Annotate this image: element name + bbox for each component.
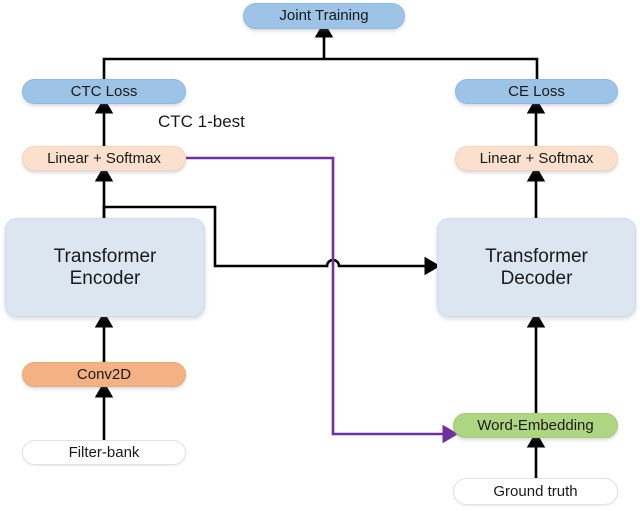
node-joint-training-label: Joint Training bbox=[279, 7, 369, 25]
edge-losses-to-joint-training-bus bbox=[102, 57, 539, 79]
node-filter-bank-label: Filter-bank bbox=[68, 443, 140, 461]
node-ctc-loss[interactable]: CTC Loss bbox=[22, 79, 186, 104]
node-linear-softmax-left-label: Linear + Softmax bbox=[47, 149, 161, 167]
edge-ctc-1best-purple bbox=[186, 156, 459, 444]
node-transformer-encoder-label-line1: Transformer bbox=[53, 245, 157, 267]
node-ctc-loss-label: CTC Loss bbox=[70, 82, 138, 100]
node-conv2d-label: Conv2D bbox=[76, 365, 132, 383]
node-transformer-decoder[interactable]: Transformer Decoder bbox=[437, 218, 636, 317]
node-ground-truth[interactable]: Ground truth bbox=[453, 478, 618, 505]
node-word-embedding-label: Word-Embedding bbox=[477, 416, 594, 434]
node-joint-training[interactable]: Joint Training bbox=[243, 3, 405, 29]
node-linear-softmax-left[interactable]: Linear + Softmax bbox=[22, 146, 186, 171]
node-transformer-encoder[interactable]: Transformer Encoder bbox=[5, 218, 205, 317]
node-filter-bank[interactable]: Filter-bank bbox=[22, 440, 186, 465]
node-ce-loss[interactable]: CE Loss bbox=[455, 79, 618, 104]
node-ground-truth-label: Ground truth bbox=[493, 482, 578, 500]
node-linear-softmax-right[interactable]: Linear + Softmax bbox=[455, 146, 618, 171]
edge-label-ctc-1best: CTC 1-best bbox=[158, 112, 245, 131]
node-word-embedding[interactable]: Word-Embedding bbox=[453, 413, 618, 438]
node-transformer-decoder-label-line2: Decoder bbox=[500, 267, 573, 289]
node-transformer-encoder-label-line2: Encoder bbox=[69, 267, 141, 289]
node-transformer-decoder-label-line1: Transformer bbox=[485, 245, 588, 267]
node-conv2d[interactable]: Conv2D bbox=[22, 362, 186, 387]
node-ce-loss-label: CE Loss bbox=[508, 82, 565, 100]
node-linear-softmax-right-label: Linear + Softmax bbox=[479, 149, 594, 167]
